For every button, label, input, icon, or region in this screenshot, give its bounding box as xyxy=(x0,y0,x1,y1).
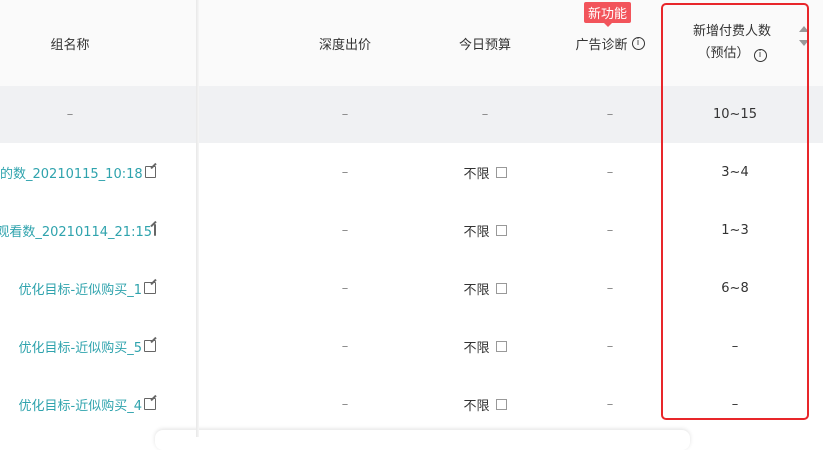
edit-icon[interactable] xyxy=(144,340,156,352)
diagnosis-cell: – xyxy=(606,222,614,238)
header-name: 组名称 xyxy=(50,37,90,53)
group-name-cell: 优化目标-近似购买_4 xyxy=(0,375,196,433)
table-row: 优化目标-近似购买_5 – 不限 – – xyxy=(0,317,823,375)
budget-cell: 不限 xyxy=(430,201,540,259)
diagnosis-cell: – xyxy=(606,280,614,296)
new-feature-badge: 新功能 xyxy=(584,2,632,27)
edit-icon[interactable] xyxy=(495,224,507,236)
new-payers-cell: 1~3 xyxy=(721,222,749,238)
group-name-link[interactable]: 观看数_20210114_21:15 xyxy=(0,224,152,240)
table-row: 观看数_20210114_21:15 – 不限 – 1~3 xyxy=(0,201,823,259)
budget-value: 不限 xyxy=(463,398,490,414)
sort-up-icon[interactable] xyxy=(799,26,809,32)
header-new-payers[interactable]: 新增付费人数 （预估）i xyxy=(672,0,812,86)
header-deep-bid: 深度出价 xyxy=(318,37,371,53)
table-row: 优化目标-近似购买_1 – 不限 – 6~8 xyxy=(0,259,823,317)
header-new-payers-label: 新增付费人数 xyxy=(692,24,771,39)
budget-cell: 不限 xyxy=(430,259,540,317)
deep-bid-cell: – xyxy=(341,164,349,180)
budget-cell: 不限 xyxy=(430,375,540,433)
group-name-link[interactable]: 优化目标-近似购买_5 xyxy=(18,340,142,356)
group-name-link[interactable]: 优化目标-近似购买_1 xyxy=(18,282,142,298)
summary-diagnosis: – xyxy=(606,107,614,122)
group-name-cell: 观看数_20210114_21:15 xyxy=(0,201,196,259)
deep-bid-cell: – xyxy=(341,396,349,412)
popup-panel xyxy=(155,430,690,450)
budget-value: 不限 xyxy=(463,166,490,182)
diagnosis-cell: – xyxy=(606,396,614,412)
header-new-payers-sub: （预估） xyxy=(697,46,750,61)
group-name-cell: 的数_20210115_10:18 xyxy=(0,143,196,201)
edit-icon[interactable] xyxy=(495,398,507,410)
summary-name: – xyxy=(66,107,74,122)
edit-icon[interactable] xyxy=(495,340,507,352)
info-icon[interactable]: i xyxy=(753,48,767,62)
summary-budget: – xyxy=(481,107,489,122)
budget-value: 不限 xyxy=(463,282,490,298)
edit-icon[interactable] xyxy=(144,398,156,410)
budget-cell: 不限 xyxy=(430,143,540,201)
new-payers-cell: 3~4 xyxy=(721,164,749,180)
table-row: 优化目标-近似购买_4 – 不限 – – xyxy=(0,375,823,433)
new-payers-cell: – xyxy=(731,396,739,412)
deep-bid-cell: – xyxy=(341,280,349,296)
summary-row: – – – – 10~15 xyxy=(0,86,823,143)
sort-down-icon[interactable] xyxy=(799,40,809,46)
header-budget: 今日预算 xyxy=(458,37,511,53)
budget-value: 不限 xyxy=(463,224,490,240)
group-name-link[interactable]: 优化目标-近似购买_4 xyxy=(18,398,142,414)
deep-bid-cell: – xyxy=(341,222,349,238)
budget-cell: 不限 xyxy=(430,317,540,375)
group-name-link[interactable]: 的数_20210115_10:18 xyxy=(0,166,143,182)
edit-icon[interactable] xyxy=(154,224,156,236)
group-name-cell: 优化目标-近似购买_1 xyxy=(0,259,196,317)
new-payers-cell: 6~8 xyxy=(721,280,749,296)
new-payers-cell: – xyxy=(731,338,739,354)
edit-icon[interactable] xyxy=(144,166,156,178)
diagnosis-cell: – xyxy=(606,338,614,354)
edit-icon[interactable] xyxy=(495,282,507,294)
highlight-box xyxy=(661,3,809,420)
info-icon[interactable]: i xyxy=(631,36,645,50)
fixed-column-divider xyxy=(196,0,199,437)
deep-bid-cell: – xyxy=(341,338,349,354)
table-row: 的数_20210115_10:18 – 不限 – 3~4 xyxy=(0,143,823,201)
budget-value: 不限 xyxy=(463,340,490,356)
summary-new-payers: 10~15 xyxy=(713,107,757,122)
summary-deep-bid: – xyxy=(341,107,349,122)
edit-icon[interactable] xyxy=(144,282,156,294)
header-diagnosis-label: 广告诊断 xyxy=(575,37,628,53)
diagnosis-cell: – xyxy=(606,164,614,180)
sort-control[interactable] xyxy=(799,26,809,46)
edit-icon[interactable] xyxy=(495,166,507,178)
group-name-cell: 优化目标-近似购买_5 xyxy=(0,317,196,375)
